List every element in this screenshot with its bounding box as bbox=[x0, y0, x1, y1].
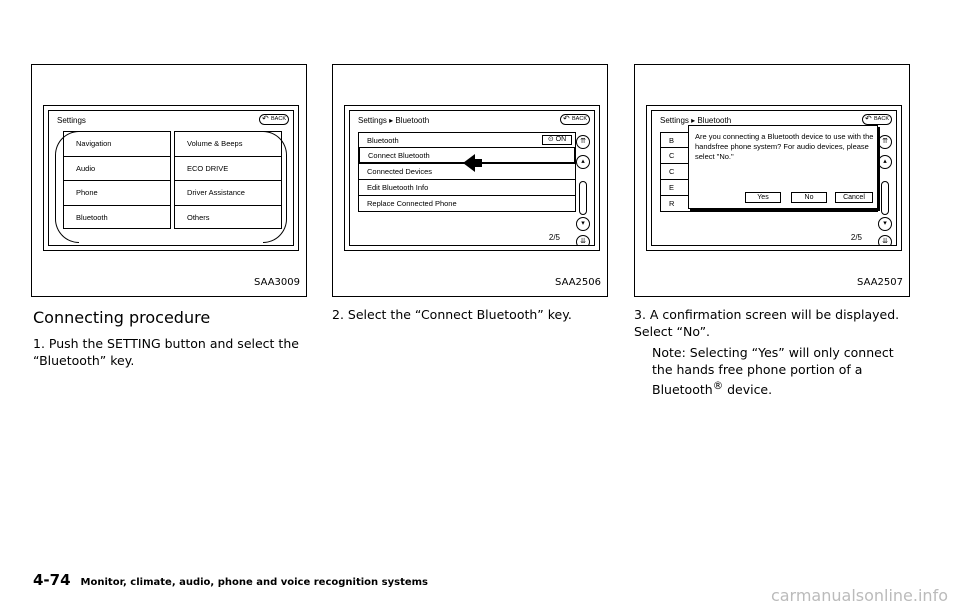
scroll-up-icon[interactable]: ▴ bbox=[576, 155, 590, 169]
pointer-arrow-icon bbox=[463, 154, 475, 172]
menu-item-driver-assistance[interactable]: Driver Assistance bbox=[175, 181, 281, 206]
scroll-down-icon[interactable]: ▾ bbox=[576, 217, 590, 231]
on-label: ON bbox=[555, 136, 567, 143]
display-screen: Settings BACK Navigation Audio Phone Blu… bbox=[43, 105, 299, 251]
page-footer: 4-74 Monitor, climate, audio, phone and v… bbox=[33, 570, 428, 589]
page-indicator: 2/5 bbox=[548, 233, 560, 242]
confirmation-popup: Are you connecting a Bluetooth device to… bbox=[688, 125, 878, 209]
back-button[interactable]: BACK bbox=[862, 114, 892, 125]
screen-inner: Settings ▸ Bluetooth BACK B C C E R Are … bbox=[651, 110, 897, 246]
page-up-icon[interactable]: ⇈ bbox=[576, 135, 590, 149]
step-3-note: Note: Selecting “Yes” will only connect … bbox=[652, 344, 914, 398]
row-bluetooth[interactable]: Bluetooth ⊙ ON bbox=[358, 132, 576, 148]
screen-inner: Settings ▸ Bluetooth BACK Bluetooth ⊙ ON… bbox=[349, 110, 595, 246]
row-edit-bluetooth-info[interactable]: Edit Bluetooth Info bbox=[358, 180, 576, 196]
left-menu-column: Navigation Audio Phone Bluetooth bbox=[63, 131, 171, 229]
right-menu-column: Volume & Beeps ECO DRIVE Driver Assistan… bbox=[174, 131, 282, 229]
menu-item-audio[interactable]: Audio bbox=[64, 157, 170, 181]
figure-code: SAA3009 bbox=[254, 277, 300, 288]
figure-code: SAA2507 bbox=[857, 277, 903, 288]
menu-item-navigation[interactable]: Navigation bbox=[64, 132, 170, 157]
yes-button[interactable]: Yes bbox=[745, 192, 781, 203]
display-screen: Settings ▸ Bluetooth BACK B C C E R Are … bbox=[646, 105, 902, 251]
section-title: Monitor, climate, audio, phone and voice… bbox=[80, 577, 429, 588]
menu-item-eco-drive[interactable]: ECO DRIVE bbox=[175, 157, 281, 181]
page-indicator: 2/5 bbox=[850, 233, 862, 242]
step-3: 3. A confirmation screen will be display… bbox=[634, 307, 900, 339]
figure-settings-menu: Settings BACK Navigation Audio Phone Blu… bbox=[31, 64, 307, 297]
figure-confirmation-dialog: Settings ▸ Bluetooth BACK B C C E R Are … bbox=[634, 64, 910, 297]
section-heading: Connecting procedure bbox=[33, 308, 211, 327]
on-toggle[interactable]: ⊙ ON bbox=[542, 135, 572, 145]
menu-item-others[interactable]: Others bbox=[187, 212, 210, 222]
row-connected-devices[interactable]: Connected Devices bbox=[358, 164, 576, 180]
back-button[interactable]: BACK bbox=[560, 114, 590, 125]
registered-mark: ® bbox=[712, 380, 724, 392]
cancel-button[interactable]: Cancel bbox=[835, 192, 873, 203]
screen-title: Settings ▸ Bluetooth bbox=[358, 116, 430, 125]
page-down-icon[interactable]: ⇊ bbox=[878, 235, 892, 245]
bluetooth-options-list: Bluetooth ⊙ ON Connect Bluetooth Connect… bbox=[358, 132, 576, 212]
screen-inner: Settings BACK Navigation Audio Phone Blu… bbox=[48, 110, 294, 246]
pointer-arrow-tail bbox=[474, 159, 482, 167]
scroll-down-icon[interactable]: ▾ bbox=[878, 217, 892, 231]
scrollbar[interactable] bbox=[579, 181, 587, 215]
back-button[interactable]: BACK bbox=[259, 114, 289, 125]
screen-title: Settings bbox=[57, 116, 86, 125]
scrollbar[interactable] bbox=[881, 181, 889, 215]
page-down-icon[interactable]: ⇊ bbox=[576, 235, 590, 245]
note-text: Note: Selecting “Yes” will only connect … bbox=[652, 345, 894, 398]
no-button[interactable]: No bbox=[791, 192, 827, 203]
figure-bluetooth-settings: Settings ▸ Bluetooth BACK Bluetooth ⊙ ON… bbox=[332, 64, 608, 297]
watermark[interactable]: carmanualsonline.info bbox=[770, 586, 948, 605]
row-label: Bluetooth bbox=[367, 136, 399, 145]
popup-message: Are you connecting a Bluetooth device to… bbox=[695, 132, 874, 161]
menu-item-bluetooth[interactable]: Bluetooth bbox=[76, 212, 108, 222]
page-number: 4-74 bbox=[33, 571, 71, 589]
step-2: 2. Select the “Connect Bluetooth” key. bbox=[332, 307, 572, 322]
menu-item-phone[interactable]: Phone bbox=[64, 181, 170, 206]
figure-code: SAA2506 bbox=[555, 277, 601, 288]
note-text-end: device. bbox=[723, 382, 773, 398]
step-1: 1. Push the SETTING button and select th… bbox=[33, 336, 299, 368]
screen-title: Settings ▸ Bluetooth bbox=[660, 116, 732, 125]
display-screen: Settings ▸ Bluetooth BACK Bluetooth ⊙ ON… bbox=[344, 105, 600, 251]
row-replace-connected-phone[interactable]: Replace Connected Phone bbox=[358, 196, 576, 212]
page-up-icon[interactable]: ⇈ bbox=[878, 135, 892, 149]
scroll-up-icon[interactable]: ▴ bbox=[878, 155, 892, 169]
menu-item-volume-beeps[interactable]: Volume & Beeps bbox=[175, 132, 281, 157]
